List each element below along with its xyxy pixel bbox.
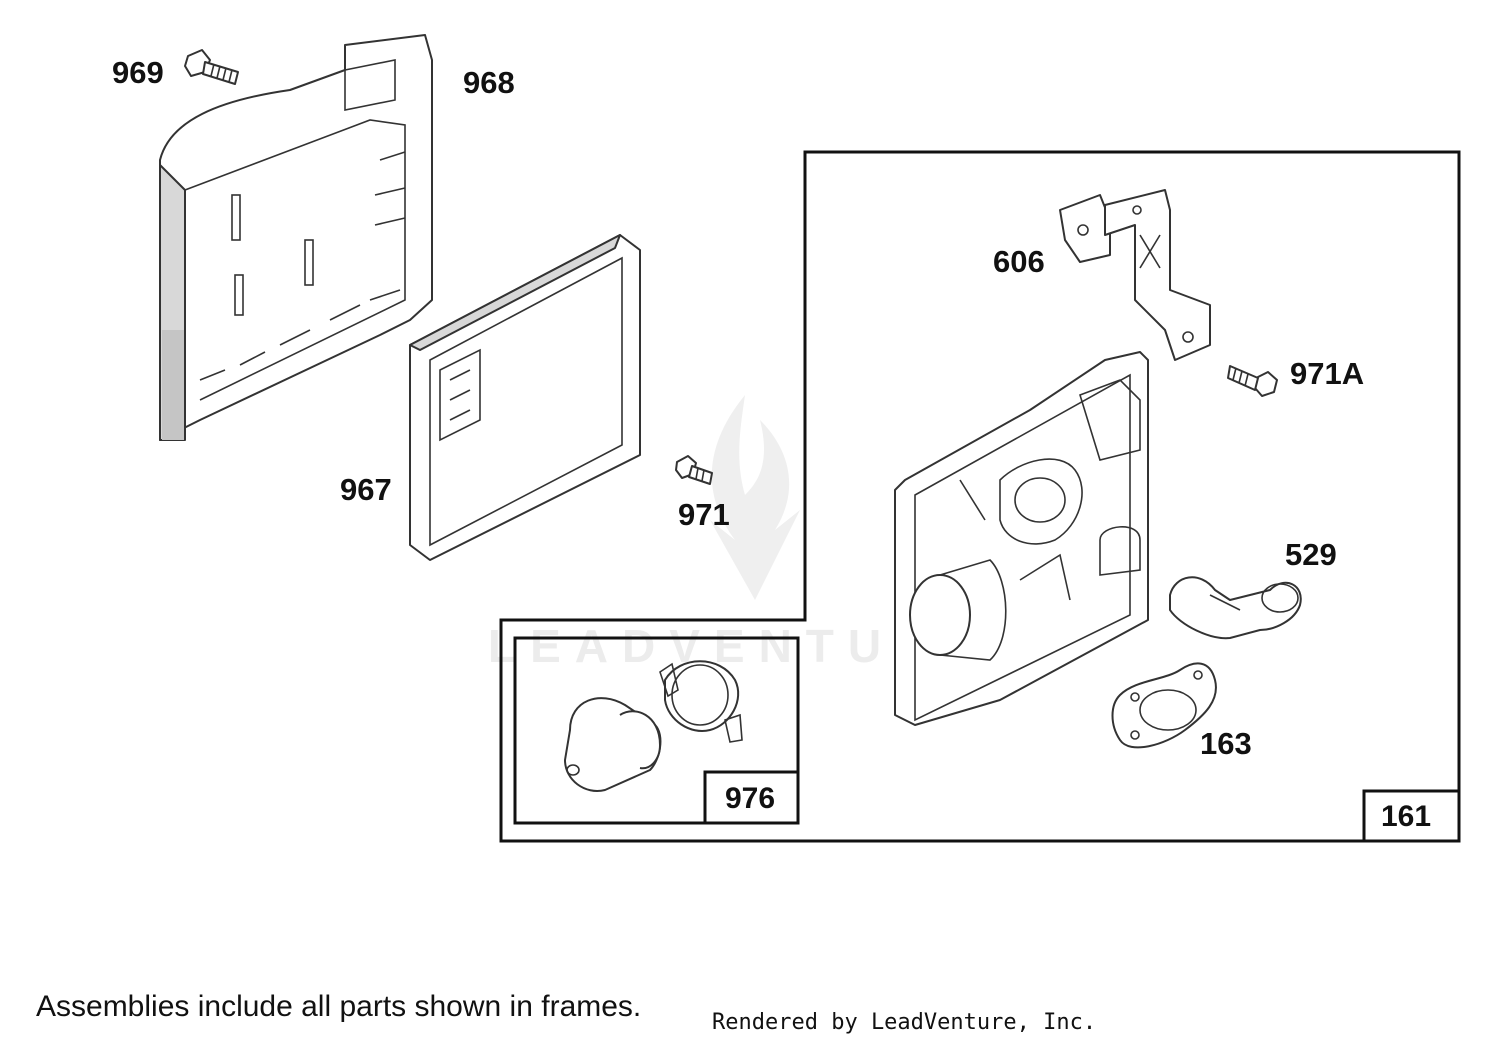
assembly-frame-976-label-box <box>703 770 800 825</box>
callout-529: 529 <box>1285 537 1337 572</box>
callout-968: 968 <box>463 65 515 100</box>
callout-969: 969 <box>112 55 164 90</box>
assembly-note: Assemblies include all parts shown in fr… <box>36 990 642 1023</box>
assembly-frame-161 <box>499 150 1461 843</box>
part-971a-screw[interactable] <box>1227 365 1278 397</box>
assembly-frame-976 <box>513 636 800 825</box>
callout-971: 971 <box>678 497 730 532</box>
callout-971a: 971A <box>1290 356 1364 391</box>
part-161-base[interactable] <box>894 351 1149 726</box>
callout-967: 967 <box>340 472 392 507</box>
part-606-bracket[interactable] <box>1059 189 1211 361</box>
part-976-precleaner[interactable] <box>564 660 743 792</box>
part-163-gasket[interactable] <box>1111 662 1217 749</box>
callout-606: 606 <box>993 244 1045 279</box>
part-969-bolt[interactable] <box>184 49 239 85</box>
watermark-flame-logo <box>710 395 800 600</box>
callout-976: 976 <box>725 782 775 815</box>
watermark: LEADVENTURE <box>488 395 987 672</box>
part-968-cover[interactable] <box>159 34 433 441</box>
callout-161: 161 <box>1381 800 1431 833</box>
part-529-tube[interactable] <box>1169 576 1302 640</box>
watermark-text: LEADVENTURE <box>488 620 987 672</box>
part-971-screw[interactable] <box>675 455 713 485</box>
render-credit: Rendered by LeadVenture, Inc. <box>712 1010 1097 1035</box>
part-967-filter[interactable] <box>409 234 641 561</box>
assembly-frame-161-label-box <box>1362 789 1461 843</box>
callout-163: 163 <box>1200 726 1252 761</box>
